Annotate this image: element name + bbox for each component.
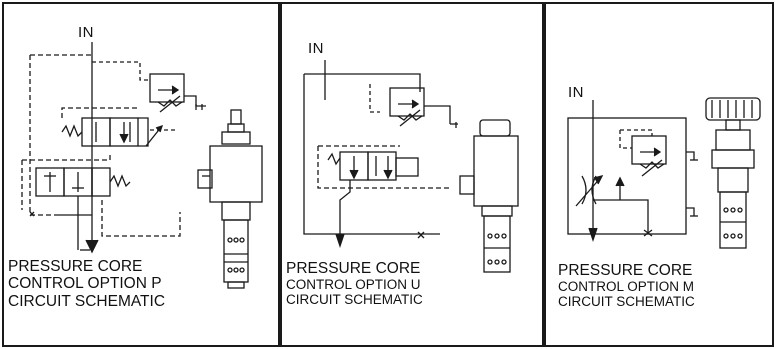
panel-option-p bbox=[2, 2, 280, 347]
caption-option-u: PRESSURE CORE CONTROL OPTION U CIRCUIT S… bbox=[286, 260, 423, 308]
valve-cartridge-m bbox=[705, 97, 761, 249]
in-label-u: IN bbox=[308, 40, 324, 57]
panel-option-u bbox=[280, 2, 544, 347]
caption-line-2: CONTROL OPTION U bbox=[286, 277, 421, 293]
caption-line-3: CIRCUIT SCHEMATIC bbox=[558, 294, 695, 310]
valve-cartridge-u bbox=[459, 119, 519, 273]
circuit-schematic-m bbox=[567, 97, 761, 249]
panel-option-m bbox=[544, 2, 774, 347]
in-label-p: IN bbox=[78, 24, 94, 41]
caption-line-1: PRESSURE CORE bbox=[286, 260, 421, 277]
caption-line-1: PRESSURE CORE bbox=[8, 258, 143, 275]
caption-line-3: CIRCUIT SCHEMATIC bbox=[286, 292, 423, 308]
caption-option-m: PRESSURE CORE CONTROL OPTION M CIRCUIT S… bbox=[558, 262, 695, 310]
caption-line-2: CONTROL OPTION P bbox=[8, 275, 162, 293]
circuit-schematic-u bbox=[303, 60, 519, 273]
valve-cartridge-p bbox=[197, 109, 263, 289]
caption-line-1: PRESSURE CORE bbox=[558, 262, 693, 279]
in-label-m: IN bbox=[568, 84, 584, 101]
caption-line-2: CONTROL OPTION M bbox=[558, 279, 695, 295]
caption-option-p: PRESSURE CORE CONTROL OPTION P CIRCUIT S… bbox=[8, 258, 165, 310]
circuit-schematic-p bbox=[21, 42, 263, 289]
caption-line-3: CIRCUIT SCHEMATIC bbox=[8, 292, 166, 310]
